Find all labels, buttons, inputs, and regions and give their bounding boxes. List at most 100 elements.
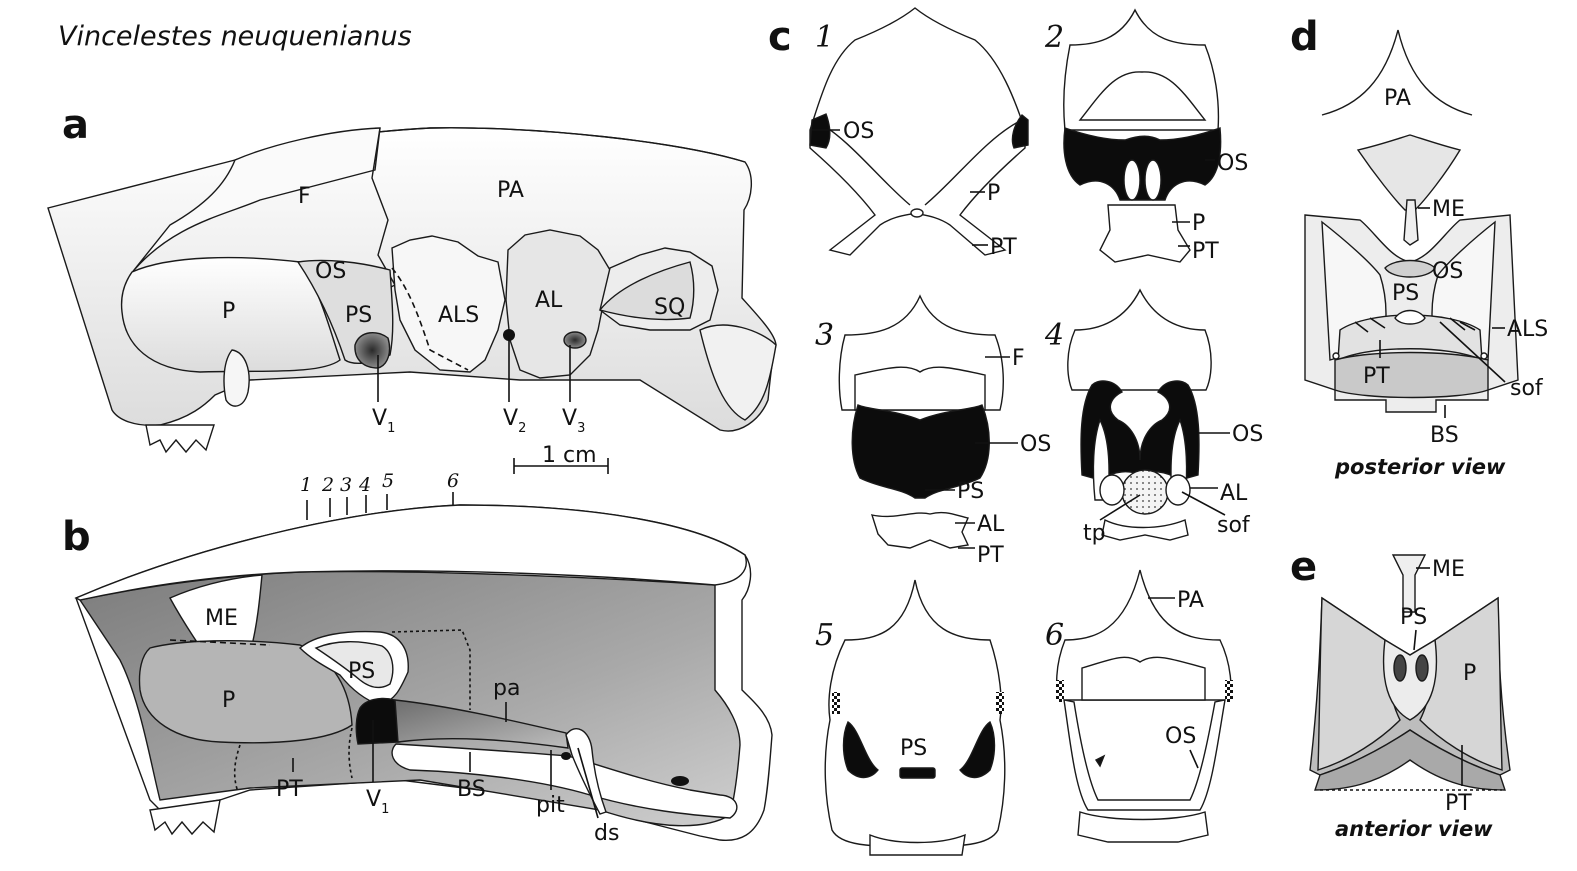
me-d [1403,199,1419,246]
label-b-pa: pa [493,676,520,701]
section-2-number: 2 [1044,20,1064,55]
section-1-label-PT: PT [990,235,1017,260]
tick-2: 2 [321,474,334,496]
label-d-PA: PA [1384,86,1411,111]
section-1-os-left [809,113,831,149]
section-1-number: 1 [815,20,834,55]
section-6-label-PA: PA [1177,588,1204,613]
palatine-bone-b [138,640,353,744]
panel-b-letter: b [62,514,91,560]
section-6-number: 6 [1045,618,1064,653]
alisphenoid-bone [391,235,506,373]
section-1-label-P: P [987,181,1000,206]
label-b-P: P [222,688,235,713]
section-6-label-OS: OS [1165,724,1196,749]
tick-1: 1 [300,474,312,496]
section-4-sof-left [1099,474,1125,506]
section-1-os-right [1011,114,1029,149]
label-a-OS: OS [315,259,346,284]
tick-4: 4 [358,474,371,496]
section-2: 2 OS P PT [1044,8,1248,264]
section-3-label-F: F [1012,346,1025,371]
label-b-pit: pit [536,793,565,818]
section-4-os [1080,380,1200,481]
section-5-ps [899,767,936,779]
section-2-label-OS: OS [1217,151,1248,176]
label-a-SQ: SQ [654,295,685,320]
label-b-ds: ds [594,821,619,846]
label-d-OS: OS [1432,259,1463,284]
tick-3: 3 [340,474,352,496]
label-e-PT: PT [1445,791,1472,816]
figure-title: Vincelestes neuquenianus [58,21,412,52]
me-e [1391,554,1427,613]
section-6: 6 PA OS [1045,569,1233,843]
section-5-number: 5 [815,618,834,653]
label-a-PS: PS [345,303,372,328]
panel-d: d PA ME OS PS ALS PT sof BS posterior vi… [1290,14,1548,479]
label-d-ALS: ALS [1507,317,1548,342]
panel-a-letter: a [62,102,89,148]
section-5-os-left [842,720,879,779]
label-a-ALS: ALS [438,303,479,328]
section-4-sof-right [1165,474,1191,506]
label-d-BS: BS [1430,423,1459,448]
label-d-ME: ME [1432,197,1465,222]
nerve-v1-a: V1 [372,406,395,436]
foramen-v3 [563,331,587,349]
panel-b: b 1 2 3 4 5 6 [62,470,773,846]
section-3-label-PT: PT [977,543,1004,568]
section-4-number: 4 [1044,318,1064,353]
nerve-v1-b: V1 [366,787,389,817]
parietal-crest [1321,29,1473,116]
teeth-a [145,424,215,454]
section-4-tp [1121,469,1169,515]
teeth-b [149,799,221,836]
label-e-P: P [1463,661,1476,686]
label-d-PS: PS [1392,281,1419,306]
section-1: 1 OS P PT [809,7,1029,260]
basisphenoid-rod [391,743,738,819]
label-b-PS: PS [348,659,375,684]
panel-c: c 1 OS P PT 2 OS P [768,7,1263,856]
pit-marker [561,752,571,760]
label-d-sof: sof [1510,376,1544,401]
panel-d-letter: d [1290,14,1319,60]
label-a-P: P [222,299,235,324]
section-2-os [1063,127,1222,201]
section-3-label-OS: OS [1020,432,1051,457]
section-4-label-AL: AL [1220,481,1248,506]
caption-e: anterior view [1335,817,1493,841]
frontal-bone [129,127,381,276]
label-e-ME: ME [1432,557,1465,582]
scale-bar: 1 cm [513,443,609,474]
section-4-label-tp: tp [1083,521,1106,546]
section-5-label-PS: PS [900,736,927,761]
tick-6: 6 [447,470,459,492]
label-b-PT: PT [276,777,303,802]
section-5-os-right [959,720,996,779]
label-a-F: F [298,184,311,209]
section-2-label-P: P [1192,211,1205,236]
section-4-label-OS: OS [1232,422,1263,447]
tick-5: 5 [382,470,394,492]
scale-bar-label: 1 cm [542,443,597,468]
pa-bar [394,699,569,749]
label-a-PA: PA [497,178,524,203]
section-5: 5 PS [815,579,1006,856]
section-3-number: 3 [815,318,834,353]
label-a-AL: AL [535,288,563,313]
section-3-os [851,404,990,499]
panel-e-letter: e [1290,544,1317,590]
palatine-bone [120,256,341,373]
panel-e: e ME PS P PT anterior view [1290,544,1511,841]
label-d-PT: PT [1363,364,1390,389]
section-3-label-AL: AL [977,512,1005,537]
section-3-label-PS: PS [957,479,984,504]
section-1-label-OS: OS [843,119,874,144]
label-b-ME: ME [205,606,238,631]
section-ticks: 1 2 3 4 5 6 [300,470,459,520]
label-b-BS: BS [457,777,486,802]
nerve-v3-a: V3 [562,406,585,436]
